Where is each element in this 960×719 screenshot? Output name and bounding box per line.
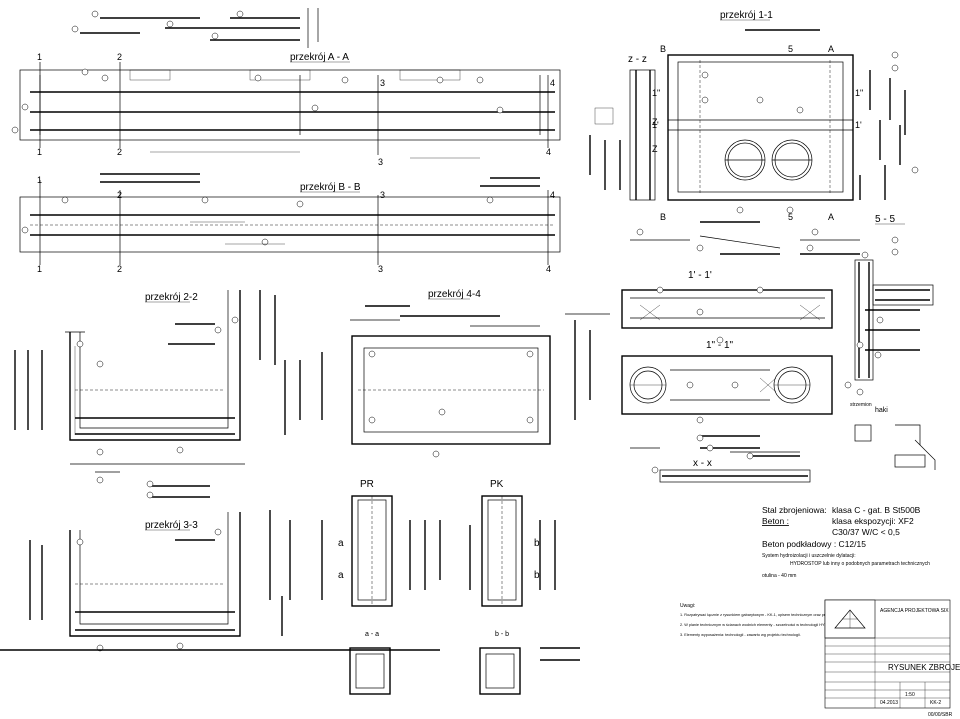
svg-text:1": 1" — [855, 88, 863, 98]
section-a-a-title: przekrój A - A — [290, 52, 349, 63]
section-b-b: przekrój B - B 1 2 3 4 1 2 3 4 — [19, 173, 561, 274]
note-1: 1. Rozpatrywać łącznie z rysunkiem gabar… — [680, 613, 859, 617]
hydro-line-2: HYDROSTOP lub inny o podobnych parametra… — [790, 561, 930, 567]
svg-text:1": 1" — [652, 88, 660, 98]
svg-text:4: 4 — [550, 190, 555, 200]
title-block: AGENCJA PROJEKTOWA SIX RYSUNEK ZBROJENIO… — [824, 599, 960, 718]
svg-text:1': 1' — [855, 120, 862, 130]
sub-concrete: Beton podkładowy : C12/15 — [762, 539, 866, 549]
section-1doubleprime: 1" - 1" — [621, 340, 833, 424]
axis-2-label: 2 — [117, 52, 122, 62]
svg-text:2: 2 — [117, 264, 122, 274]
cover-note: otulina - 40 mm — [762, 573, 796, 579]
section-2-2: przekrój 2-2 — [14, 290, 286, 499]
svg-text:b: b — [534, 538, 540, 549]
section-1p-title: 1' - 1' — [688, 270, 712, 281]
section-x-x: x - x — [630, 434, 811, 483]
section-3-3-title: przekrój 3-3 — [145, 520, 198, 531]
svg-text:a: a — [338, 570, 344, 581]
svg-text:5: 5 — [788, 212, 793, 222]
section-3-3: przekrój 3-3 — [29, 510, 291, 652]
svg-text:2: 2 — [117, 147, 122, 157]
axis-4-label: 4 — [550, 78, 555, 88]
section-a-a-detail-title: a - a — [365, 631, 379, 638]
svg-text:b: b — [534, 570, 540, 581]
section-5-5: 5 - 5 — [844, 214, 934, 396]
hooks-detail: strzemion haki — [850, 402, 936, 470]
pk-title: PK — [490, 479, 504, 490]
section-4-4-title: przekrój 4-4 — [428, 289, 481, 300]
section-x-x-title: x - x — [693, 458, 712, 469]
scale-value: 1:50 — [905, 692, 915, 698]
section-z-z-title: z - z — [628, 54, 647, 65]
svg-text:A: A — [828, 212, 834, 222]
notes-title: Uwagi: — [680, 603, 695, 609]
svg-text:B: B — [660, 212, 666, 222]
top-bar-callouts — [71, 8, 319, 48]
section-4-4: przekrój 4-4 — [299, 289, 610, 458]
detail-hooks-label: strzemion — [850, 402, 872, 408]
sheet-number: KK-2 — [930, 700, 941, 706]
svg-text:1': 1' — [652, 120, 659, 130]
pr-title: PR — [360, 479, 374, 490]
svg-text:a: a — [338, 538, 344, 549]
concrete-exposure: klasa ekspozycji: XF2 — [832, 516, 914, 526]
section-1pp-title: 1" - 1" — [706, 340, 734, 351]
svg-text:2: 2 — [117, 190, 122, 200]
concrete-label: Beton : — [762, 516, 789, 526]
date-value: 04.2013 — [880, 700, 898, 706]
steel-label: Stal zbrojeniowa: — [762, 505, 827, 515]
detail-haki-label: haki — [875, 407, 888, 414]
note-3: 3. Elementy wyposażenia: technologii - z… — [680, 633, 801, 637]
svg-text:5: 5 — [788, 44, 793, 54]
note-2: 2. W planie technicznym w ścianach wodni… — [680, 623, 858, 627]
drawing-title: RYSUNEK ZBROJENIOWY — [888, 663, 960, 672]
concrete-class: C30/37 W/C < 0,5 — [832, 527, 900, 537]
svg-text:3: 3 — [380, 190, 385, 200]
svg-text:3: 3 — [378, 264, 383, 274]
svg-text:4: 4 — [546, 264, 551, 274]
section-5-5-title: 5 - 5 — [875, 214, 895, 225]
svg-text:A: A — [828, 44, 834, 54]
svg-text:1: 1 — [37, 264, 42, 274]
bars-below-1-1 — [630, 221, 860, 255]
pr-pk-details: PR PK a a b b a - a b - b — [0, 479, 580, 695]
steel-value: klasa C - gat. B St500B — [832, 505, 921, 515]
hydro-line-1: System hydroizolacji i uszczelnie dylata… — [762, 553, 856, 559]
section-2-2-title: przekrój 2-2 — [145, 292, 198, 303]
section-1-1-title: przekrój 1-1 — [720, 10, 773, 21]
svg-text:4: 4 — [546, 147, 551, 157]
notes-block: Uwagi: 1. Rozpatrywać łącznie z rysunkie… — [680, 603, 859, 637]
section-1prime: 1' - 1' — [621, 270, 833, 344]
page-id: 00/00/SBR — [928, 712, 953, 718]
axis-3-label: 3 — [380, 78, 385, 88]
svg-text:B: B — [660, 44, 666, 54]
svg-text:3: 3 — [378, 157, 383, 167]
materials-block: Stal zbrojeniowa: klasa C - gat. B St500… — [762, 505, 930, 579]
svg-text:1: 1 — [37, 147, 42, 157]
axis-1-label: 1 — [37, 52, 42, 62]
company-name: AGENCJA PROJEKTOWA SIX — [880, 608, 949, 614]
section-a-a: przekrój A - A 1 2 3 4 1 2 3 4 — [11, 52, 561, 167]
section-b-b-title: przekrój B - B — [300, 182, 361, 193]
section-b-b-detail-title: b - b — [495, 631, 509, 638]
svg-text:1: 1 — [37, 175, 42, 185]
